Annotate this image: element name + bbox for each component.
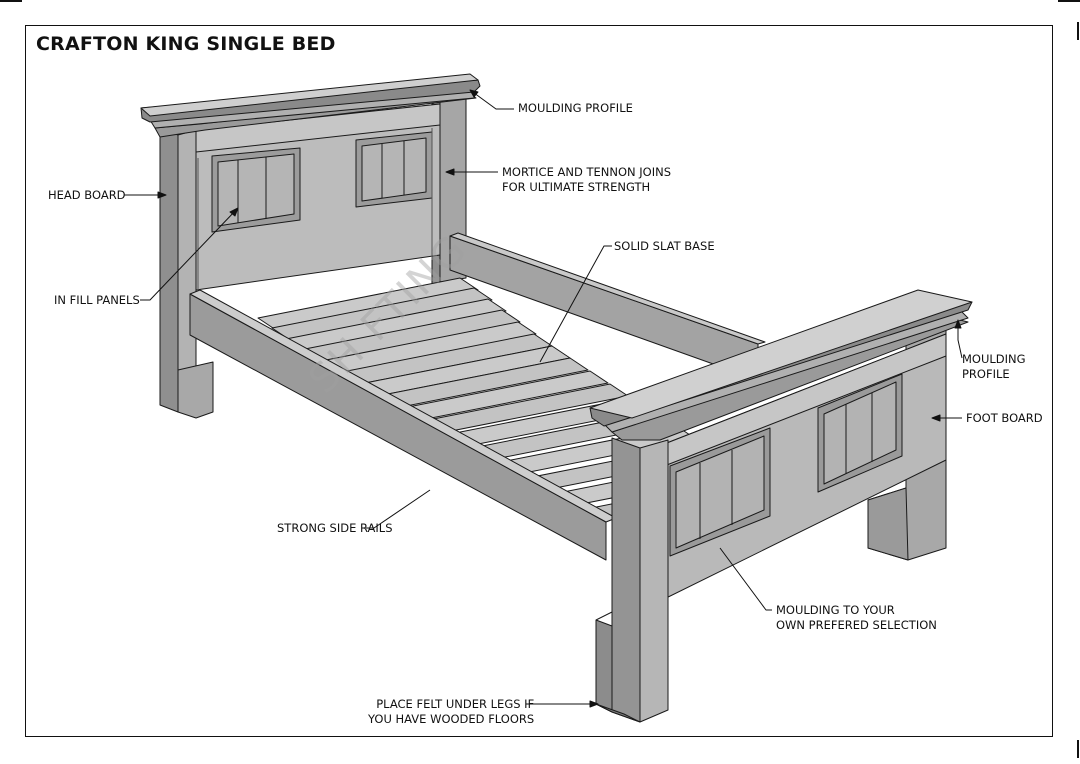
foot-infill-inner-1 [675,435,765,549]
foot-right-leg-front [867,487,909,561]
label-strong-side-rails: STRONG SIDE RAILS [277,521,393,535]
label-moulding-selection-line2: OWN PREFERED SELECTION [776,618,937,632]
head-infill-inner-1 [217,153,295,227]
label-mortice-line1: MORTICE AND TENNON JOINS [502,165,672,179]
label-moulding-profile-right-line1: MOULDING [962,352,1026,366]
leader-slat-base [539,245,612,363]
head-left-post-front [159,127,179,413]
foot-left-post-leg-front [595,619,613,713]
head-left-post-leg [177,361,214,419]
leader-lines [124,89,963,708]
label-in-fill-panels: IN FILL PANELS [54,293,140,307]
foot-infill-inner-2 [823,381,897,485]
leader-side-rails [366,489,431,529]
foot-cap-top [589,289,973,419]
leader-in-fill-panels [140,209,237,301]
far-side-rail-top [449,232,766,345]
foot-left-post-leg-base [595,703,641,723]
label-moulding-profile-right-line2: PROFILE [962,367,1010,381]
leader-moulding-selection [719,547,772,611]
label-mortice-joins: MORTICE AND TENNON JOINS FOR ULTIMATE ST… [502,165,671,195]
foot-left-post-front [611,437,641,723]
foot-board [589,289,973,723]
corner-mark-top-right [1058,0,1080,2]
label-felt-under-legs: PLACE FELT UNDER LEGS IF YOU HAVE WOODED… [368,697,534,727]
head-cap-top [140,73,479,117]
label-mortice-line2: FOR ULTIMATE STRENGTH [502,180,651,194]
corner-mark-top-left [0,0,22,2]
corner-mark-bottom-right [1077,740,1079,758]
leader-moulding-profile-top [469,89,514,110]
drawing-frame [25,25,1053,737]
label-moulding-profile-top: MOULDING PROFILE [518,101,633,115]
drawing-title: CRAFTON KING SINGLE BED [36,33,336,55]
label-felt-line1: PLACE FELT UNDER LEGS IF [376,697,535,711]
foot-left-post-side [639,439,669,723]
label-moulding-profile-right: MOULDING PROFILE [962,352,1026,382]
label-felt-line2: YOU HAVE WOODED FLOORS [368,712,535,726]
label-foot-board: FOOT BOARD [966,411,1043,425]
label-moulding-selection-line1: MOULDING TO YOUR [776,603,895,617]
head-top-rail [195,103,441,153]
corner-mark-right [1077,22,1079,40]
label-moulding-selection: MOULDING TO YOUR OWN PREFERED SELECTION [776,603,937,633]
head-infill-inner-2 [361,137,427,202]
label-solid-slat-base: SOLID SLAT BASE [614,239,715,253]
label-head-board: HEAD BOARD [48,188,126,202]
